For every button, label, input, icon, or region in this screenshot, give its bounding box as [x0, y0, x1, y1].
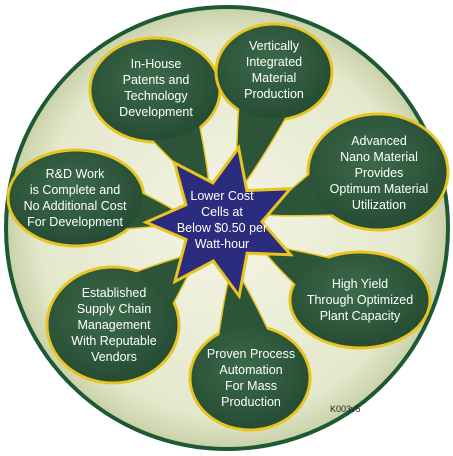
label-line: With Reputable: [71, 334, 157, 348]
label-line: Material: [251, 71, 297, 85]
label-line: Patents and: [122, 73, 190, 87]
petal-inner: [217, 25, 331, 119]
label-line: Production: [244, 87, 304, 101]
petal-inner: [91, 39, 219, 141]
label-line: Integrated: [245, 55, 303, 69]
label-line: Below $0.50 per: [176, 221, 268, 235]
label-line: Technology: [124, 89, 188, 103]
petal-inner: [48, 268, 178, 382]
label-line: Lower Cost: [190, 189, 254, 203]
petal-proven-process: [188, 266, 312, 432]
label-line: Nano Material: [340, 150, 418, 164]
petal-inner: [9, 151, 143, 245]
label-line: Through Optimized: [306, 293, 414, 307]
label-line: Plant Capacity: [319, 309, 401, 323]
label-line: No Additional Cost: [23, 199, 127, 213]
petal-in-house-patents: [88, 36, 222, 195]
document-code: K003v5: [330, 404, 361, 414]
label-line: Development: [119, 105, 193, 119]
label-line: Provides: [354, 166, 404, 180]
petal-inner: [309, 115, 447, 229]
label-line: Advanced: [351, 134, 407, 148]
label-line: Optimum Material: [329, 182, 429, 196]
label-line: Utilization: [351, 198, 407, 212]
petal-vertically-integrated: [214, 22, 334, 192]
label-line: Watt-hour: [194, 237, 250, 251]
label-line: Established: [81, 286, 147, 300]
petal-inner: [191, 327, 309, 429]
center-star: [142, 144, 294, 300]
label-line: Management: [77, 318, 151, 332]
label-line: is Complete and: [29, 183, 121, 197]
label-line: In-House: [130, 57, 182, 71]
label-line: Vertically: [248, 39, 300, 53]
label-line: Automation: [219, 363, 283, 377]
label-line: Cells at: [201, 205, 243, 219]
label-line: Proven Process: [206, 347, 296, 361]
label-line: For Development: [27, 215, 123, 229]
label-line: Vendors: [91, 350, 137, 364]
label-line: Production: [221, 395, 281, 409]
label-line: For Mass: [224, 379, 278, 393]
label-line: High Yield: [331, 277, 389, 291]
label-line: Supply Chain: [76, 302, 152, 316]
petal-high-yield: [260, 245, 432, 350]
petal-label-rnd-work: R&D Work is Complete and No Additional Cos…: [14, 160, 136, 236]
petal-advanced-nano: [263, 112, 450, 232]
label-line: R&D Work: [45, 167, 105, 181]
petal-inner: [291, 253, 429, 347]
